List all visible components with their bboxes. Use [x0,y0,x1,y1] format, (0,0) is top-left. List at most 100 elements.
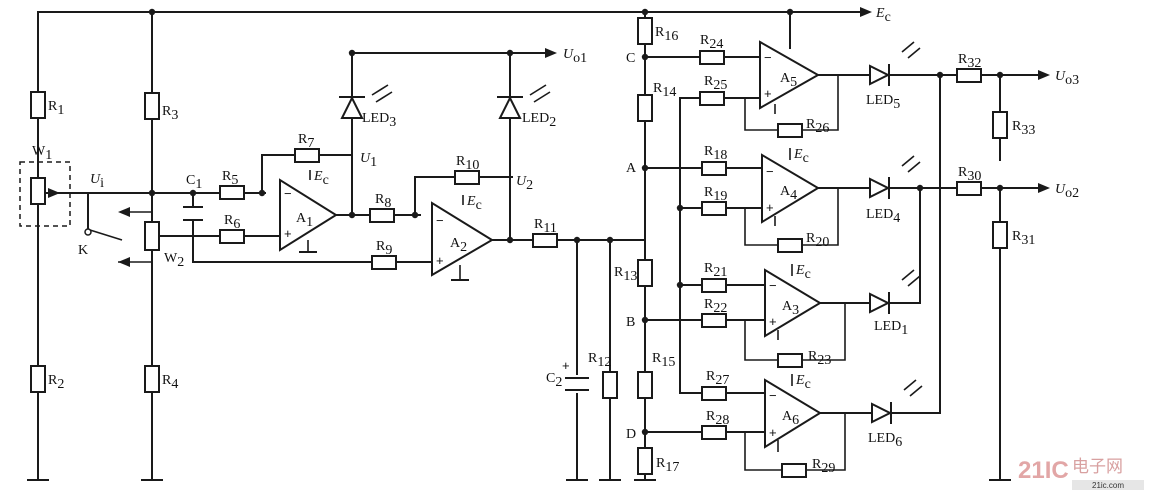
r33-label: R33 [1012,119,1035,138]
r1-label: R1 [48,99,64,118]
led-diodes [339,41,923,424]
resistor-r22 [701,313,727,328]
resistor-r3 [144,92,160,120]
opamp-a4 [761,148,820,226]
resistor-r32 [956,68,982,83]
opamp-a1-supply-label: Ec [313,169,329,188]
resistor-r25 [699,91,725,106]
svg-text:−: − [766,164,774,179]
opamp-a1-label: A1 [296,211,313,230]
supply-label: Ec [875,6,891,25]
r11-label: R11 [534,217,557,236]
switch-k [84,228,123,241]
node-b-label: B [626,315,635,330]
pot-w1-label: W1 [32,144,52,163]
r15-label: R15 [652,351,675,370]
node-u1-label: U1 [360,151,377,170]
r6-label: R6 [224,213,240,232]
output-uo3-label: Uo3 [1055,69,1079,88]
r8-label: R8 [375,192,391,211]
resistor-r15 [637,371,653,399]
opamp-a6-label: A6 [782,409,799,428]
r19-label: R19 [704,185,727,204]
r14-label: R14 [653,81,676,100]
node-c-label: C [626,51,635,66]
r22-label: R22 [704,297,727,316]
led5-label: LED5 [866,93,900,112]
r21-label: R21 [704,261,727,280]
opamp-a6 [764,374,822,452]
svg-text:−: − [764,50,772,65]
led3-label: LED3 [362,111,396,130]
led3-diode [339,84,393,119]
resistor-r11 [532,233,558,248]
opamp-a5-label: A5 [780,71,797,90]
svg-text:−: − [769,278,777,293]
svg-text:+: + [764,86,772,101]
cap-c2-label: C2 [546,371,562,390]
resistor-r29 [781,463,807,478]
potentiometer-w2 [118,207,160,267]
resistor-r4 [144,365,160,393]
r24-label: R24 [700,33,723,52]
opamp-a3-supply-label: Ec [795,263,811,282]
r7-label: R7 [298,132,314,151]
opamp-a2-label: A2 [450,236,467,255]
led2-diode [497,84,551,119]
r18-label: R18 [704,144,727,163]
svg-text:+: + [769,425,777,440]
r29-label: R29 [812,457,835,476]
resistor-r28 [701,425,727,440]
resistor-r17 [637,447,653,475]
resistor-r14 [637,94,653,122]
opamp-a5 [759,40,821,114]
resistor-r6 [219,229,245,244]
r2-label: R2 [48,373,64,392]
svg-text:−: − [284,186,292,201]
r25-label: R25 [704,74,727,93]
potentiometer-w1 [19,161,71,227]
resistor-r33 [992,111,1008,139]
node-d-label: D [626,427,636,442]
resistor-r24 [699,50,725,65]
resistor-r26 [777,123,803,138]
watermark-brand: 21IC [1018,457,1069,484]
resistor-r10 [454,170,480,185]
opamp-a6-supply-label: Ec [795,373,811,392]
led2-label: LED2 [522,111,556,130]
svg-text:+: + [766,200,774,215]
r20-label: R20 [806,231,829,250]
opamp-a2 [431,195,494,280]
resistor-r31 [992,221,1008,249]
resistor-r16 [637,17,653,45]
cap-c2-plus: + [562,358,570,373]
r5-label: R5 [222,169,238,188]
opamp-a4-label: A4 [780,184,797,203]
r26-label: R26 [806,117,829,136]
resistor-r19 [701,201,727,216]
opamp-a3-label: A3 [782,299,799,318]
watermark-url: 21ic.com [1092,481,1124,490]
junctions [148,8,1004,436]
led6-diode [871,379,923,424]
resistor-r5 [219,185,245,200]
watermark-logo: 21IC 电子网 21ic.com [1018,457,1144,490]
r9-label: R9 [376,239,392,258]
led4-diode [869,155,921,199]
opamp-a1 [279,170,338,252]
node-u2-label: U2 [516,174,533,193]
labels: Ec Uo1 Uo3 Uo2 Ui U1 U2 C A B D K W1 W2 … [32,6,1079,450]
r28-label: R28 [706,409,729,428]
opamp-a2-supply-label: Ec [466,194,482,213]
ground-symbols [27,251,1011,481]
resistor-bodies [30,17,1008,478]
svg-text:−: − [436,213,444,228]
r10-label: R10 [456,154,479,173]
led4-label: LED4 [866,207,900,226]
r32-label: R32 [958,52,981,71]
node-ui-label: Ui [90,172,104,191]
svg-text:+: + [284,226,292,241]
node-a-label: A [626,161,637,176]
resistor-r1 [30,91,46,119]
